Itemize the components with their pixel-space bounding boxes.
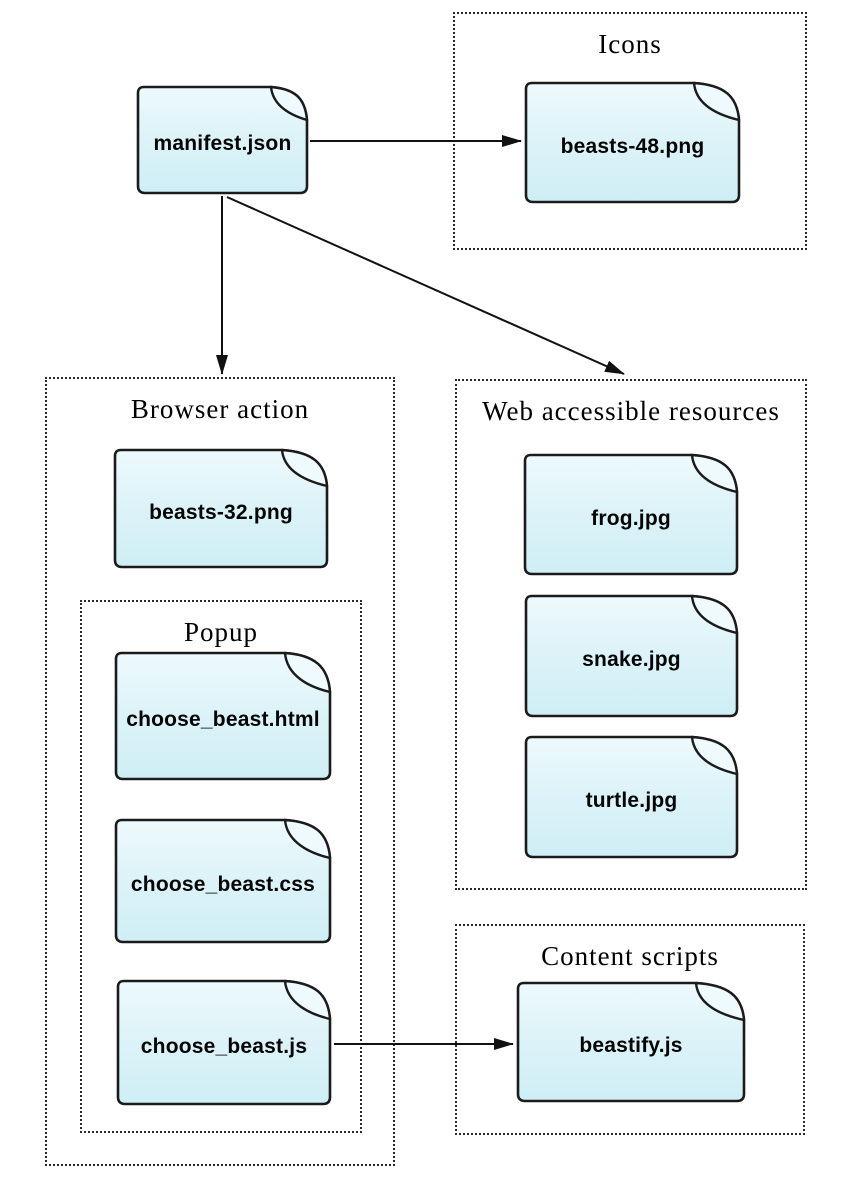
document-icon <box>114 651 332 781</box>
file-label: choose_beast.html <box>126 708 320 731</box>
file-label: beasts-32.png <box>149 500 293 524</box>
document-icon <box>524 735 739 859</box>
group-web-accessible-resources: Web accessible resources <box>455 379 807 890</box>
file-label: snake.jpg <box>582 648 681 671</box>
file-choose-beast-html: choose_beast.html <box>113 650 333 782</box>
group-popup: Popup <box>80 600 362 1133</box>
group-icons-label: Icons <box>598 29 662 59</box>
document-icon <box>116 979 332 1106</box>
group-popup-label: Popup <box>183 617 259 647</box>
file-beasts-48-png: beasts-48.png <box>523 80 742 205</box>
file-manifest-json: manifest.json <box>135 84 310 196</box>
document-icon <box>113 448 329 569</box>
file-choose-beast-js: choose_beast.js <box>115 978 333 1107</box>
document-icon <box>524 594 739 718</box>
group-web-accessible-resources-label: Web accessible resources <box>482 396 780 426</box>
file-label: choose_beast.js <box>140 1034 308 1058</box>
document-icon <box>524 81 741 204</box>
document-icon <box>136 85 309 195</box>
file-label: frog.jpg <box>591 506 671 530</box>
file-choose-beast-css: choose_beast.css <box>113 817 333 945</box>
group-content-scripts: Content scripts <box>455 924 805 1135</box>
file-beastify-js: beastify.js <box>515 980 747 1104</box>
file-beasts-32-png: beasts-32.png <box>112 447 330 570</box>
file-label: beastify.js <box>579 1034 683 1057</box>
file-turtle-jpg: turtle.jpg <box>523 734 740 860</box>
document-icon <box>114 818 332 944</box>
file-label: manifest.json <box>153 132 292 155</box>
file-snake-jpg: snake.jpg <box>523 593 740 719</box>
document-icon <box>523 453 739 576</box>
group-browser-action-label: Browser action <box>130 394 310 424</box>
file-label: turtle.jpg <box>585 789 678 812</box>
file-label: choose_beast.css <box>130 873 316 896</box>
file-label: beasts-48.png <box>560 134 705 158</box>
document-icon <box>516 981 746 1103</box>
group-browser-action: Browser action <box>45 377 395 1166</box>
group-icons: Icons <box>453 12 807 250</box>
group-content-scripts-label: Content scripts <box>541 941 719 971</box>
file-frog-jpg: frog.jpg <box>522 452 740 577</box>
